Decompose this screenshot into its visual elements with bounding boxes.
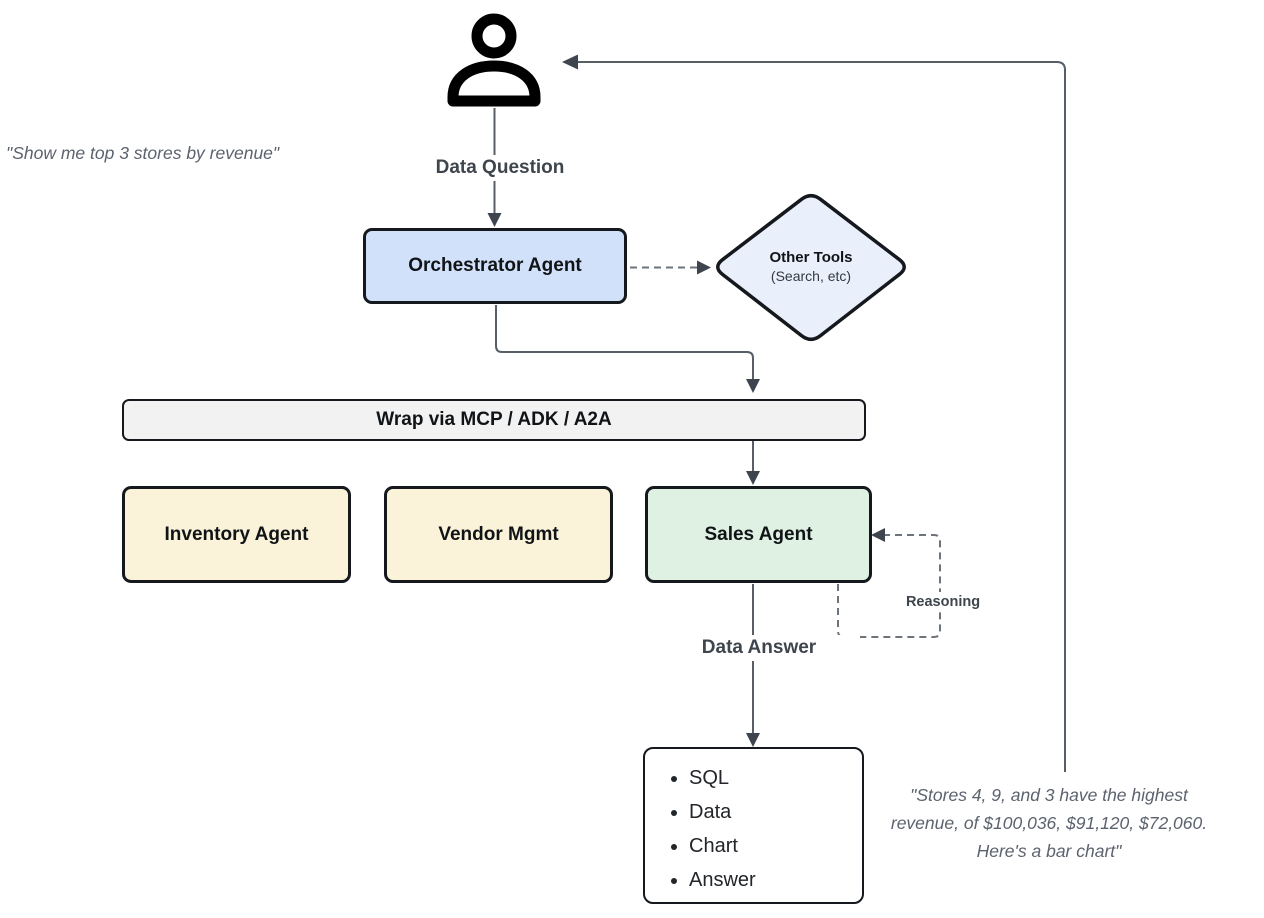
output-item: Chart: [689, 829, 862, 863]
orchestrator-agent-node: Orchestrator Agent: [363, 228, 627, 304]
wrap-mcp-adk-a2a-bar: Wrap via MCP / ADK / A2A: [122, 399, 866, 441]
output-item: Answer: [689, 863, 862, 897]
output-item: SQL: [689, 761, 862, 795]
output-artifacts-node: SQL Data Chart Answer: [643, 747, 864, 904]
inventory-agent-node: Inventory Agent: [122, 486, 351, 583]
sales-agent-label: Sales Agent: [704, 523, 813, 545]
inventory-agent-label: Inventory Agent: [164, 523, 309, 545]
output-artifacts-list: SQL Data Chart Answer: [645, 761, 862, 897]
vendor-mgmt-node: Vendor Mgmt: [384, 486, 613, 583]
data-answer-label: Data Answer: [658, 635, 860, 661]
wrap-bar-label: Wrap via MCP / ADK / A2A: [376, 409, 612, 430]
arrow-sales-to-output: [746, 584, 760, 747]
other-tools-label: Other Tools (Search, etc): [736, 237, 886, 297]
other-tools-subtitle: (Search, etc): [770, 268, 852, 284]
data-question-label: Data Question: [399, 155, 601, 181]
user-question-quote: "Show me top 3 stores by revenue": [6, 143, 280, 163]
sales-agent-node: Sales Agent: [645, 486, 872, 583]
arrow-wrap-to-sales: [746, 441, 760, 485]
agent-answer-quote: "Stores 4, 9, and 3 have the highest rev…: [851, 781, 1247, 865]
reasoning-label: Reasoning: [893, 592, 993, 612]
vendor-mgmt-label: Vendor Mgmt: [438, 523, 559, 545]
dashed-arrow-orchestrator-to-other-tools: [630, 260, 711, 275]
answer-quote-line: Here's a bar chart": [976, 841, 1122, 861]
other-tools-title: Other Tools: [769, 249, 853, 266]
answer-quote-line: "Stores 4, 9, and 3 have the highest: [910, 785, 1188, 805]
other-tools-diamond: [716, 193, 906, 342]
answer-quote-line: revenue, of $100,036, $91,120, $72,060.: [890, 813, 1208, 833]
arrow-orchestrator-to-wrap: [495, 305, 760, 393]
return-arrow-to-user: [562, 54, 1066, 772]
orchestrator-agent-label: Orchestrator Agent: [408, 255, 582, 276]
output-item: Data: [689, 795, 862, 829]
person-icon: [447, 13, 541, 107]
